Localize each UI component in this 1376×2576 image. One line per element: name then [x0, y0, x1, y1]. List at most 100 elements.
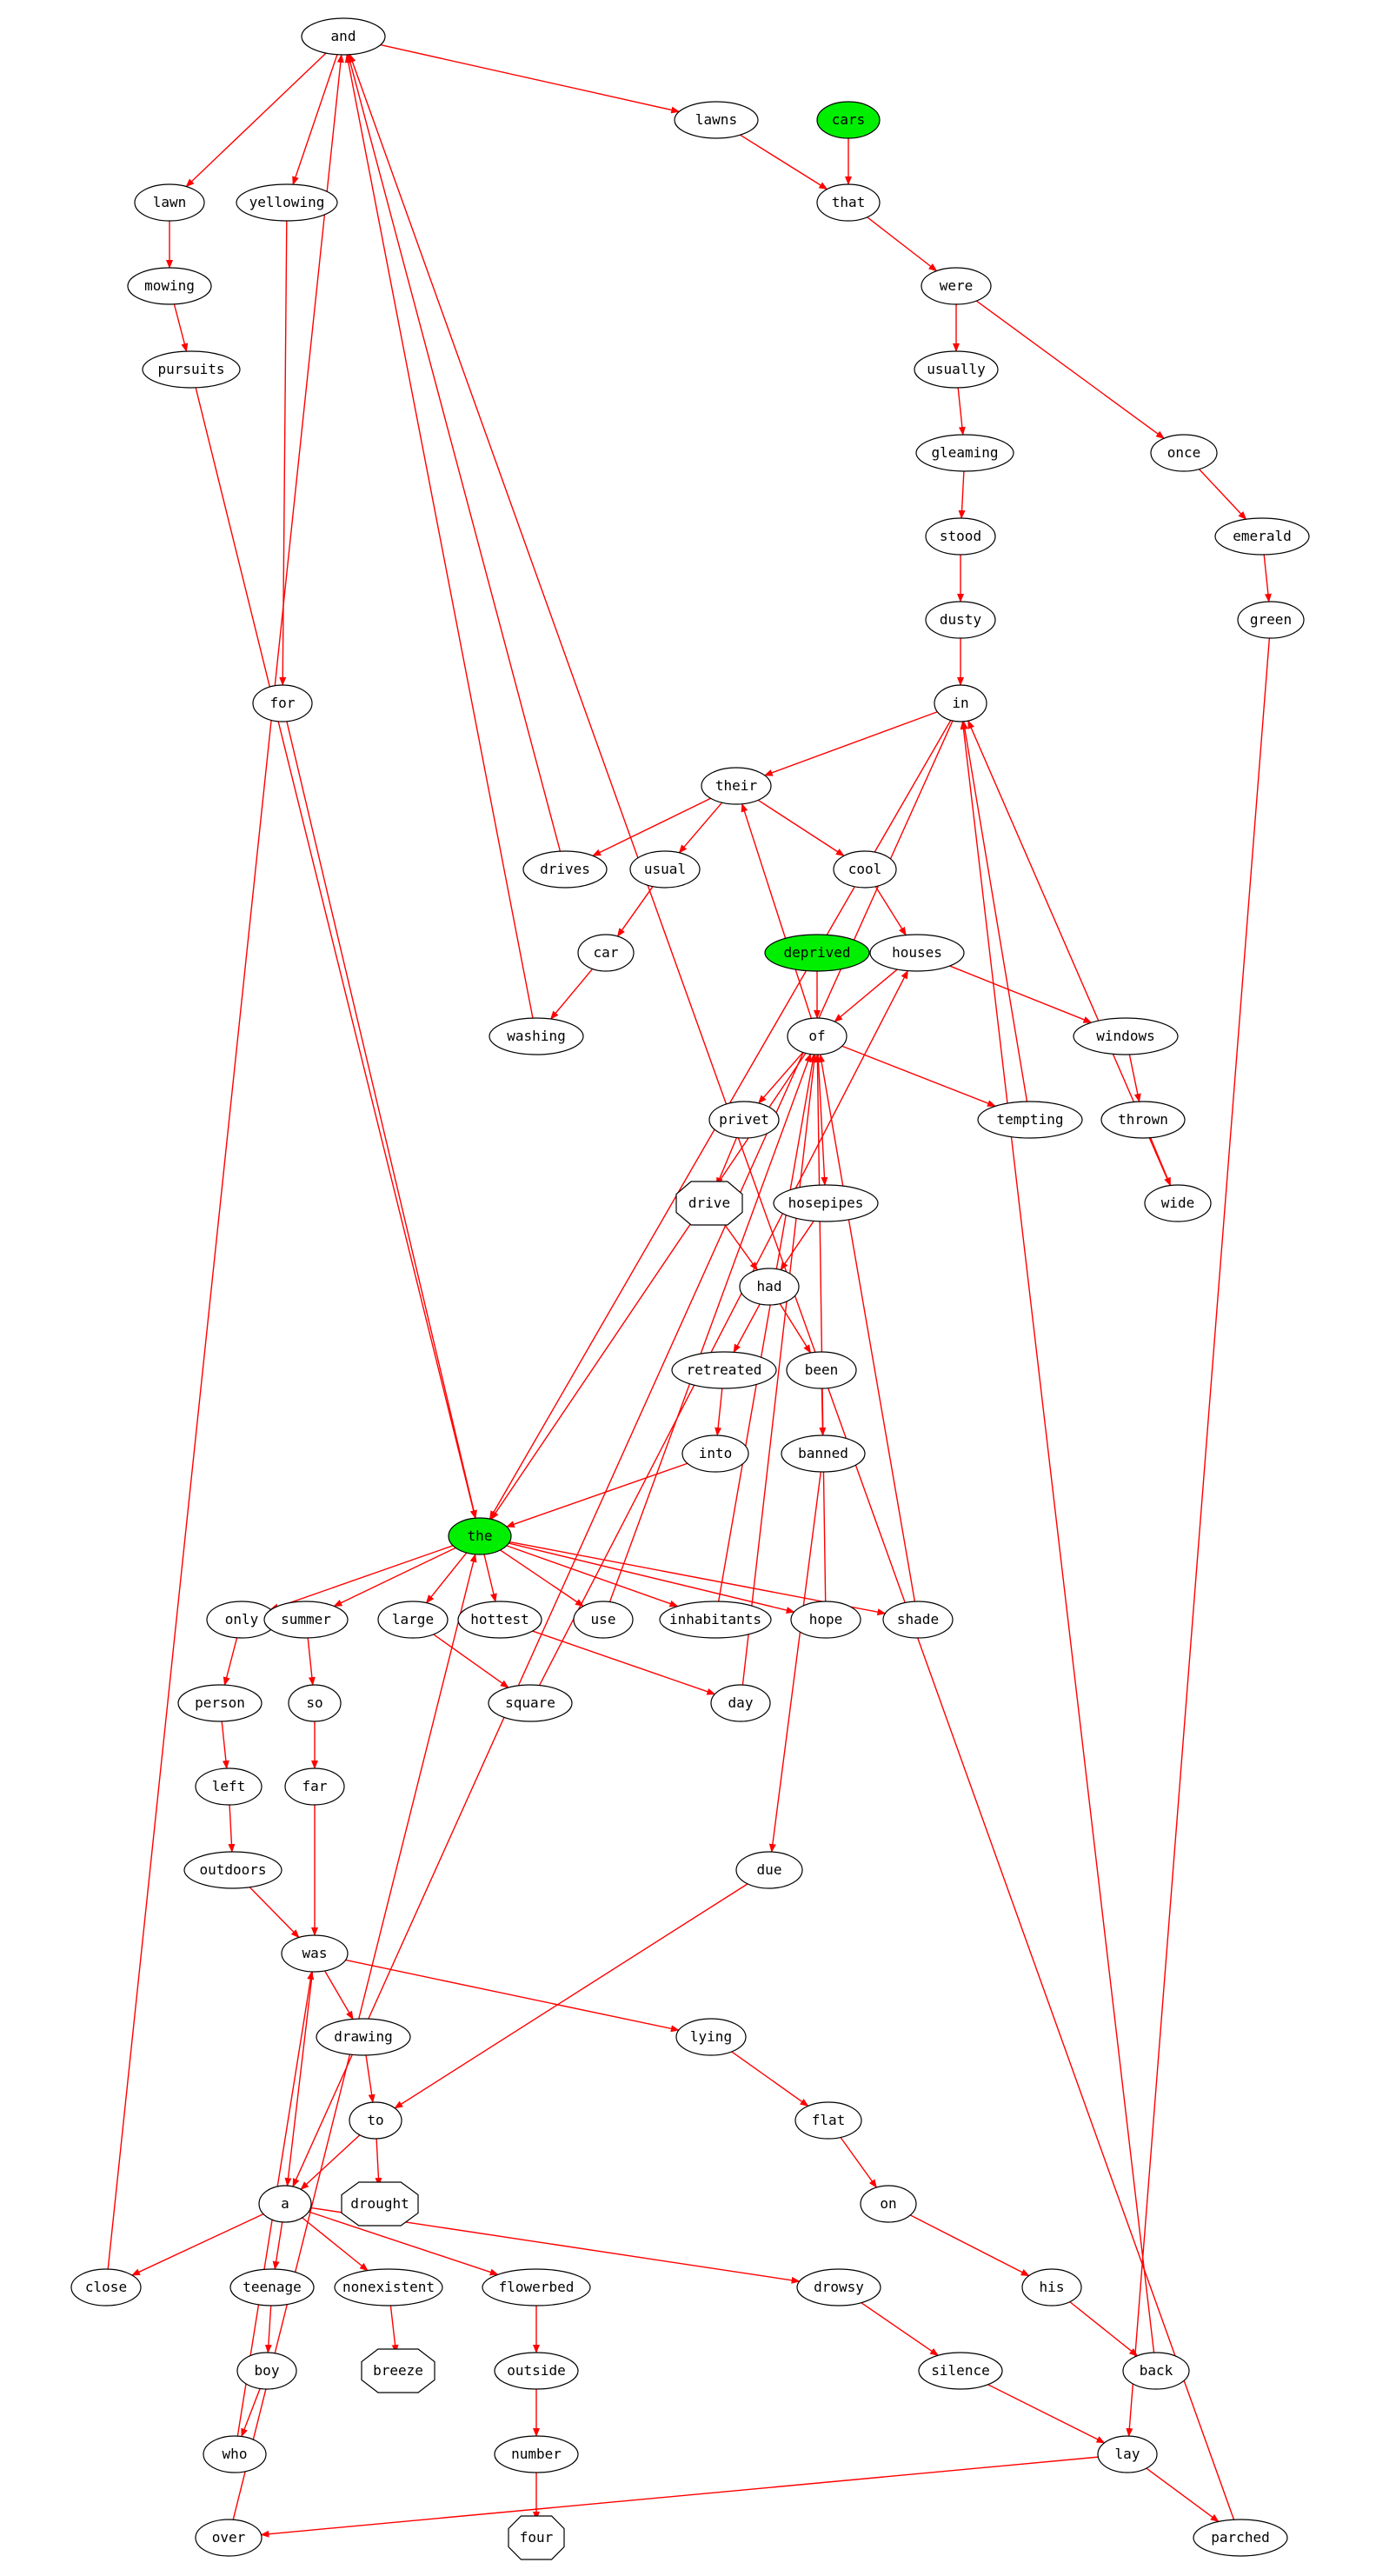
- node-shape-thrown: [1100, 1101, 1186, 1139]
- edge-the-to-large: [425, 1552, 468, 1604]
- node-for: for: [252, 684, 313, 722]
- node-hosepipes: hosepipes: [773, 1184, 879, 1222]
- node-inhabitants: inhabitants: [659, 1601, 772, 1639]
- node-shape-back: [1122, 2352, 1190, 2390]
- edge-the-to-summer: [333, 1547, 456, 1608]
- node-shape-drives: [522, 850, 608, 889]
- edge-a-to-nonexistent: [302, 2217, 369, 2272]
- edge-left-to-outdoors: [228, 1804, 236, 1854]
- node-shape-boy: [236, 2352, 297, 2390]
- edge-back-to-in: [960, 720, 1155, 2353]
- node-label-outside: outside: [507, 2362, 565, 2379]
- node-shape-square: [488, 1684, 573, 1722]
- edge-square-to-houses: [538, 969, 909, 1686]
- node-shape-green: [1237, 601, 1305, 639]
- node-shape-drowsy: [796, 2268, 881, 2306]
- node-label-their: their: [715, 777, 758, 794]
- node-label-a: a: [281, 2195, 289, 2212]
- edge-boy-to-who: [241, 2388, 261, 2438]
- node-label-breeze: breeze: [373, 2362, 423, 2379]
- node-label-emerald: emerald: [1233, 528, 1291, 544]
- node-that: that: [816, 183, 881, 222]
- node-dusty: dusty: [925, 601, 996, 639]
- node-shape-of: [787, 1017, 848, 1055]
- node-number: number: [494, 2435, 579, 2473]
- node-shape-that: [816, 183, 881, 222]
- edge-a-to-teenage: [272, 2221, 283, 2271]
- edge-banned-to-due: [768, 1471, 821, 1854]
- node-label-nonexistent: nonexistent: [342, 2279, 435, 2295]
- edge-cool-to-houses: [874, 886, 907, 936]
- edge-and-to-lawn: [185, 52, 327, 188]
- edge-lying-to-flat: [731, 2051, 809, 2107]
- node-label-been: been: [805, 1361, 839, 1378]
- edge-a-to-close: [131, 2213, 264, 2276]
- edge-yellowing-to-for: [279, 220, 288, 687]
- node-label-due: due: [757, 1861, 782, 1878]
- node-label-mowing: mowing: [144, 277, 195, 294]
- edge-of-to-privet: [758, 1052, 804, 1104]
- node-lying: lying: [675, 2018, 747, 2056]
- node-shape-retreated: [671, 1351, 777, 1389]
- node-label-silence: silence: [931, 2362, 989, 2379]
- node-shape-hosepipes: [773, 1184, 879, 1222]
- node-tempting: tempting: [977, 1101, 1083, 1139]
- node-yellowing: yellowing: [236, 183, 338, 222]
- node-label-day: day: [728, 1694, 754, 1711]
- node-label-his: his: [1040, 2279, 1065, 2295]
- edge-was-to-a: [284, 1971, 314, 2187]
- node-boy: boy: [236, 2352, 297, 2390]
- node-shape-privet: [708, 1101, 780, 1139]
- node-label-lawns: lawns: [695, 111, 737, 128]
- node-use: use: [573, 1601, 634, 1639]
- node-label-yellowing: yellowing: [249, 194, 325, 210]
- node-label-person: person: [195, 1694, 245, 1711]
- node-shape-lying: [675, 2018, 747, 2056]
- node-shape-who: [203, 2435, 267, 2473]
- edge-usually-to-gleaming: [957, 387, 966, 436]
- edge-houses-to-of: [834, 968, 898, 1022]
- node-large: large: [377, 1601, 449, 1639]
- node-label-usually: usually: [927, 361, 986, 377]
- node-label-on: on: [880, 2195, 896, 2212]
- edge-summer-to-so: [307, 1637, 316, 1687]
- node-drought: drought: [341, 2181, 419, 2227]
- edge-were-to-once: [975, 300, 1165, 439]
- edge-drowsy-to-silence: [861, 2302, 940, 2356]
- node-label-deprived: deprived: [783, 944, 850, 961]
- edge-into-to-the: [505, 1462, 688, 1528]
- node-label-that: that: [832, 194, 866, 210]
- edge-windows-to-thrown: [1128, 1054, 1141, 1103]
- node-usually: usually: [914, 350, 999, 389]
- node-shape-parched: [1193, 2519, 1288, 2557]
- node-privet: privet: [708, 1101, 780, 1139]
- node-label-parched: parched: [1211, 2529, 1269, 2546]
- edge-the-to-hope: [509, 1542, 795, 1614]
- node-shape-close: [70, 2268, 142, 2306]
- node-label-back: back: [1140, 2362, 1173, 2379]
- node-label-flowerbed: flowerbed: [499, 2279, 575, 2295]
- node-silence: silence: [918, 2352, 1003, 2390]
- node-label-so: so: [306, 1694, 322, 1711]
- node-over: over: [195, 2519, 263, 2557]
- node-shape-pursuits: [142, 350, 241, 389]
- edge-silence-to-lay: [987, 2384, 1106, 2444]
- edge-privet-to-drive: [715, 1137, 738, 1187]
- node-label-hosepipes: hosepipes: [788, 1195, 864, 1211]
- node-shape-were: [921, 267, 992, 305]
- node-shape-flowerbed: [482, 2268, 591, 2306]
- node-shape-over: [195, 2519, 263, 2557]
- node-thrown: thrown: [1100, 1101, 1186, 1139]
- node-breeze: breeze: [361, 2348, 435, 2393]
- node-shape-drive: [675, 1181, 743, 1226]
- node-cool: cool: [833, 850, 897, 889]
- node-label-banned: banned: [798, 1445, 848, 1461]
- node-pursuits: pursuits: [142, 350, 241, 389]
- node-shape-outdoors: [183, 1851, 283, 1889]
- node-label-summer: summer: [281, 1611, 331, 1627]
- node-once: once: [1150, 434, 1218, 472]
- edge-was-to-drawing: [324, 1970, 354, 2020]
- edge-emerald-to-green: [1263, 554, 1272, 603]
- node-shape-emerald: [1214, 517, 1310, 556]
- edge-teenage-to-boy: [264, 2305, 272, 2354]
